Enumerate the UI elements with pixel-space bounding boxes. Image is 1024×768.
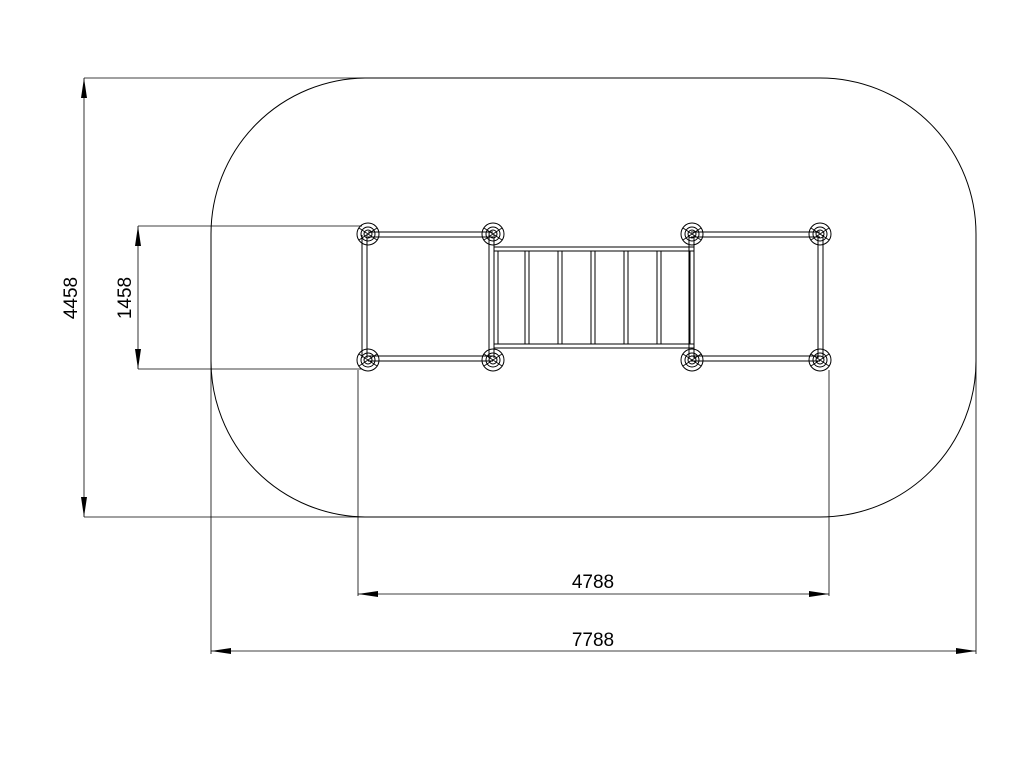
safety-zone-outline (210, 77, 977, 518)
dimension-label-overall-length: 7788 (572, 630, 614, 651)
dimension-label-structure-depth: 1458 (115, 277, 136, 319)
play-structure (356, 222, 832, 372)
right-platform (688, 231, 824, 362)
bridge-section (494, 246, 694, 349)
dimension-structure-length: 4788 (357, 370, 830, 597)
dimension-label-overall-height: 4458 (61, 277, 82, 319)
post (808, 348, 832, 372)
post (356, 348, 380, 372)
post (356, 222, 380, 246)
dimension-overall-length: 7788 (210, 361, 977, 654)
dimension-label-structure-length: 4788 (572, 572, 614, 593)
post (680, 348, 704, 372)
post (680, 222, 704, 246)
post (481, 222, 505, 246)
left-platform (361, 231, 495, 362)
dimension-overall-height: 4458 (61, 77, 365, 518)
post (808, 222, 832, 246)
post (481, 348, 505, 372)
dimension-structure-depth: 1458 (115, 225, 362, 370)
